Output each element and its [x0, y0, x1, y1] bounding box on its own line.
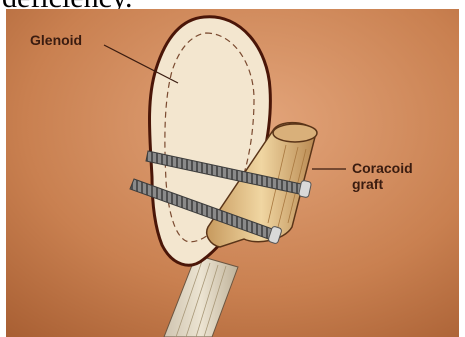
glenoid-label: Glenoid [30, 32, 82, 48]
coracoid-label: Coracoid [352, 160, 413, 176]
graft-label: graft [352, 176, 383, 192]
graft-cut-end [273, 124, 317, 142]
illustration-svg: Glenoid Coracoid graft [6, 9, 459, 337]
illustration: Glenoid Coracoid graft [6, 9, 459, 337]
